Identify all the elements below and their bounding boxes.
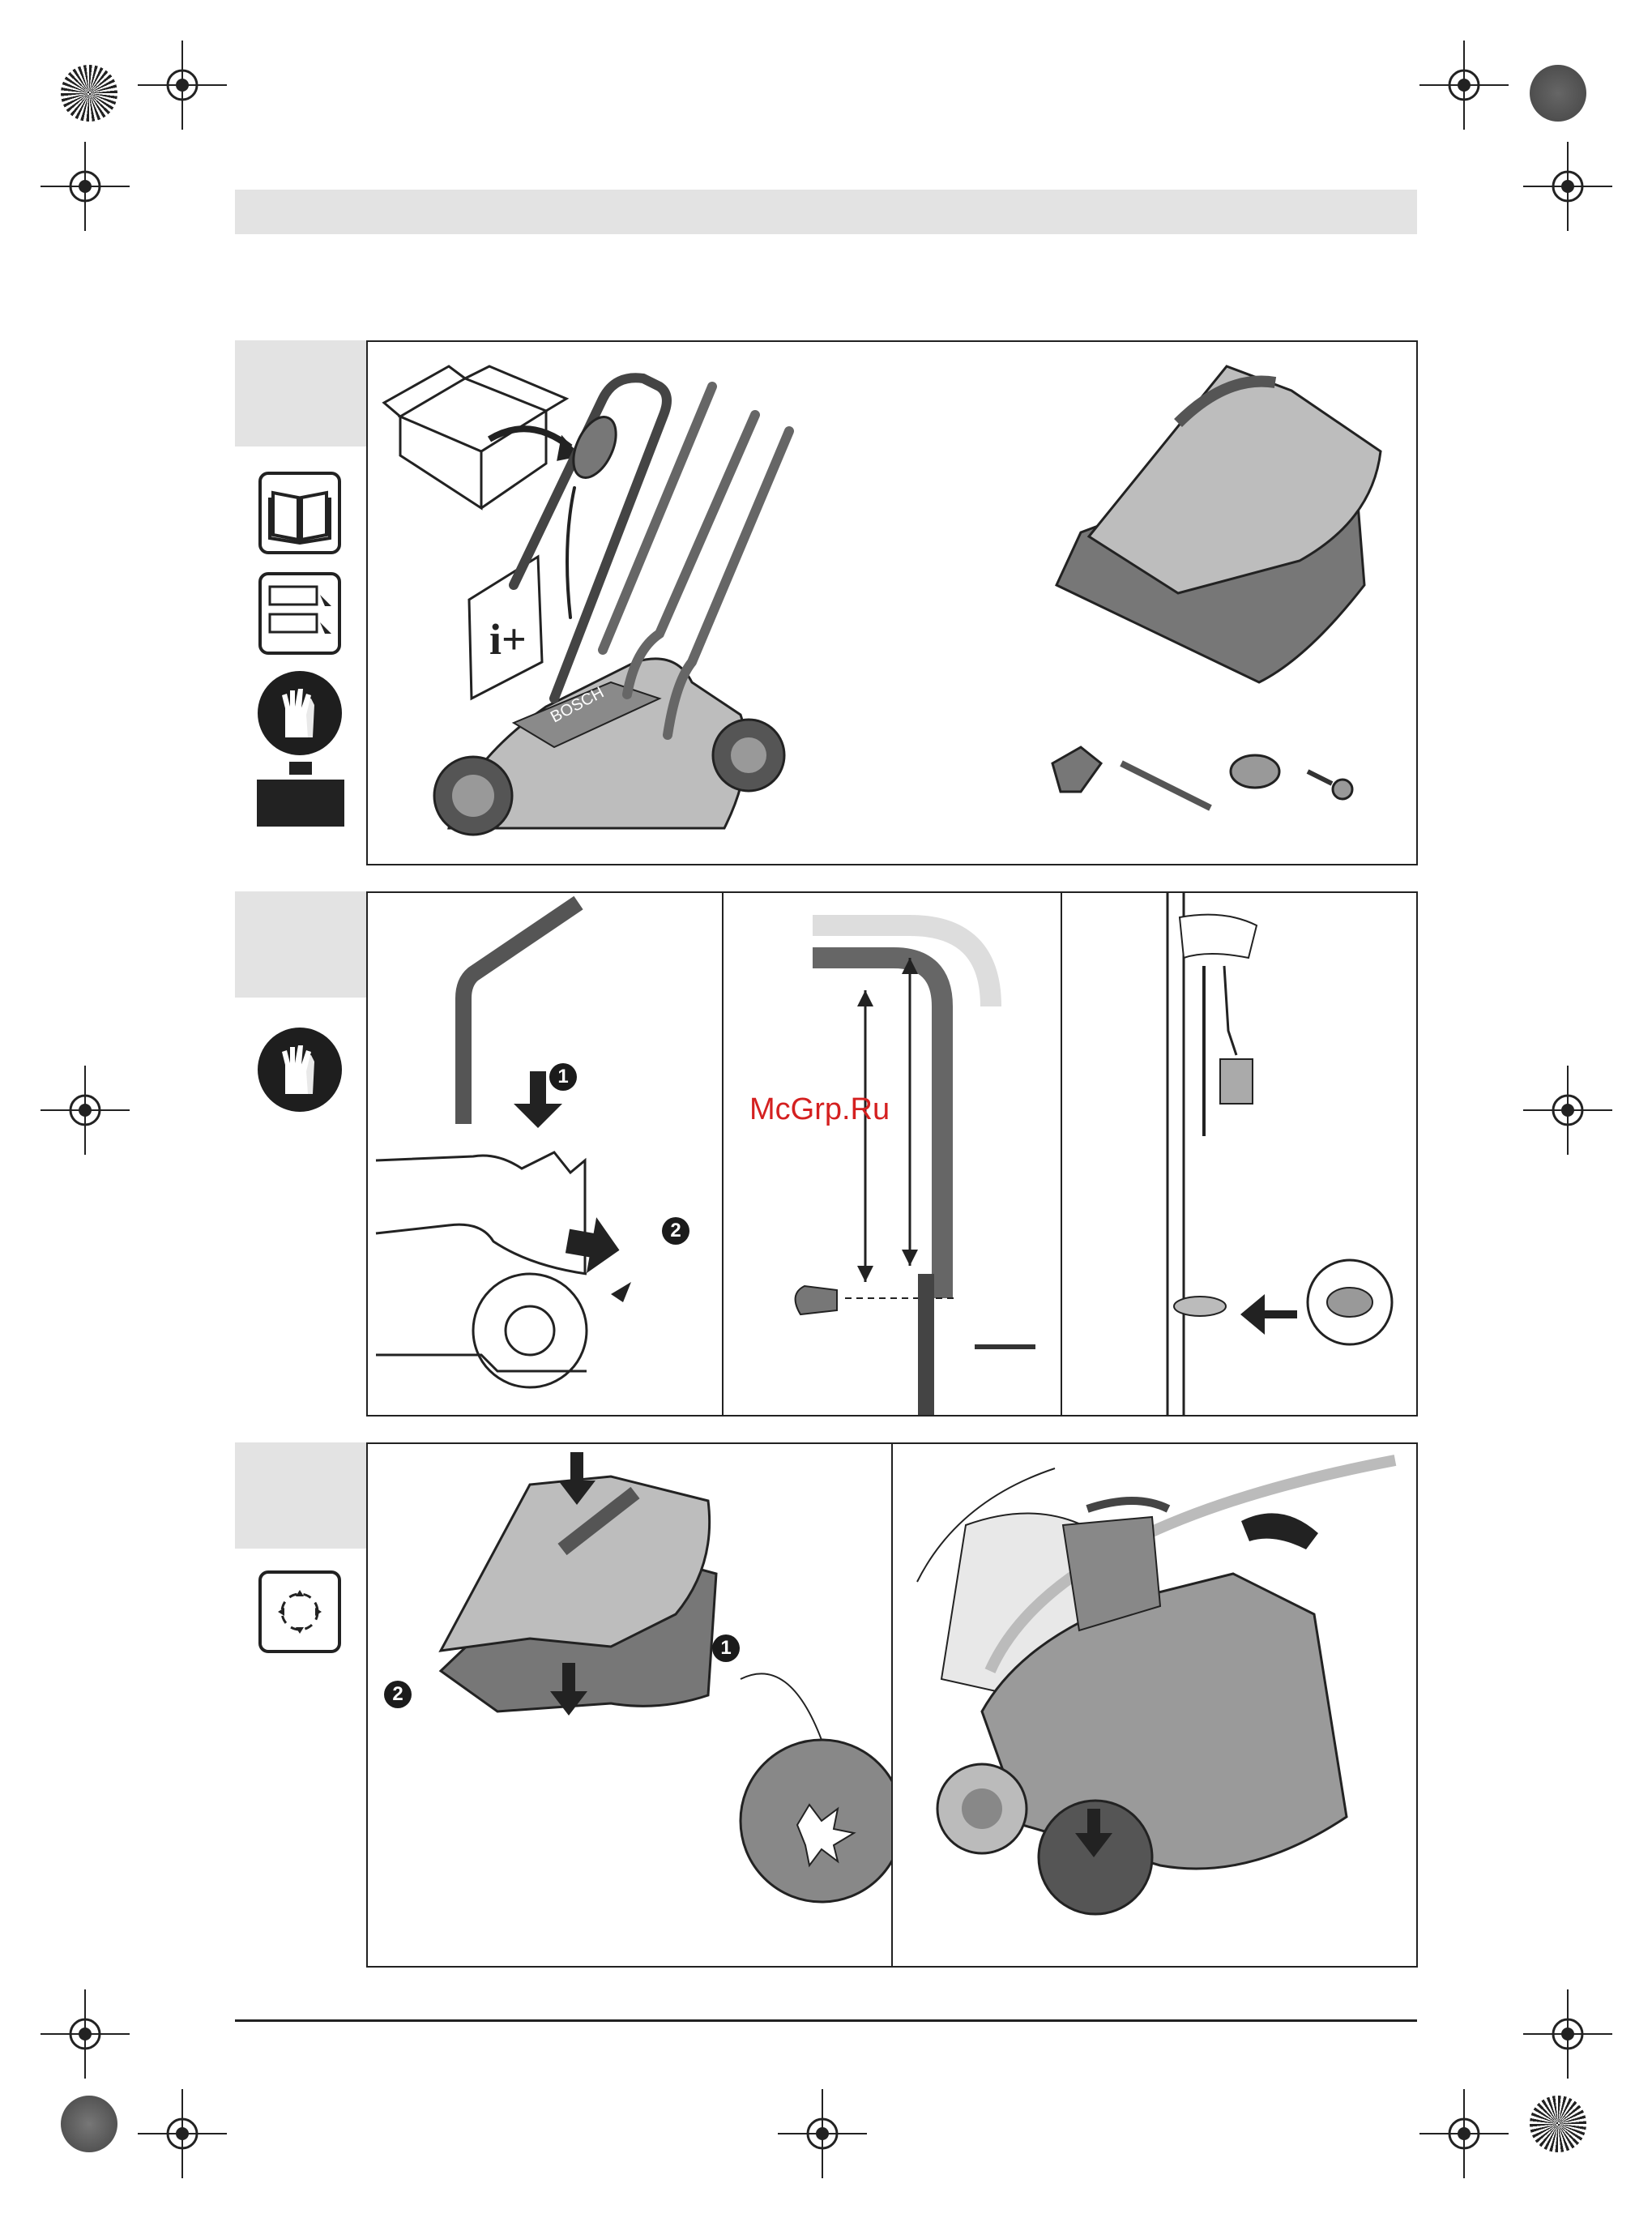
step-3-panel: 1 2 <box>366 1442 1418 1968</box>
registration-mark-bottom-1 <box>138 2089 227 2178</box>
step-3-sub-b <box>893 1444 1416 1966</box>
booklet: i+ <box>469 557 542 699</box>
step-2-sub-c <box>1062 893 1416 1415</box>
grass-box-assembly-icon <box>258 1570 341 1653</box>
grass-box-assembly-illustration <box>368 1444 891 1966</box>
step-2-tab <box>235 891 366 998</box>
handle-insertion-illustration <box>368 893 722 1415</box>
callout-2: 2 <box>662 1217 689 1245</box>
small-parts <box>1052 747 1352 808</box>
registration-mark-bottom-2 <box>1419 2089 1509 2178</box>
step-3-tab <box>235 1442 366 1549</box>
step-1-illustration: i+ BOSCH <box>368 342 1416 864</box>
carton-box <box>384 366 578 508</box>
header-bar <box>235 190 1417 234</box>
step-1-panel: i+ BOSCH <box>366 340 1418 865</box>
weight-icon <box>257 762 344 827</box>
registration-mark-right-2 <box>1523 1066 1612 1155</box>
handle-bolt <box>1121 763 1210 808</box>
gloves-icon <box>258 671 342 755</box>
callout-1: 1 <box>549 1063 577 1091</box>
color-rosette-top-left <box>61 65 117 122</box>
color-rosette-bottom-left <box>61 2096 117 2152</box>
step-2-panel: 1 2 <box>366 891 1418 1417</box>
footer-rule <box>235 2019 1417 2022</box>
step-2-sub-a: 1 2 <box>368 893 724 1415</box>
cable-clip-illustration <box>1062 893 1416 1415</box>
color-rosette-bottom-right <box>1530 2096 1586 2152</box>
gloves-icon-2 <box>258 1028 342 1112</box>
registration-mark-left-3 <box>41 1989 130 2079</box>
callout-2-step3: 2 <box>384 1681 412 1708</box>
svg-text:i+: i+ <box>489 615 527 664</box>
watermark: McGrp.Ru <box>749 1092 890 1127</box>
callout-1-step3: 1 <box>712 1634 740 1662</box>
lower-handles <box>603 387 789 735</box>
grass-box <box>1057 366 1381 682</box>
registration-mark-right-1 <box>1523 142 1612 231</box>
screw <box>1308 771 1332 784</box>
registration-mark-right-3 <box>1523 1989 1612 2079</box>
registration-mark-bottom-center <box>778 2089 867 2178</box>
mower-body: BOSCH <box>434 659 784 835</box>
registration-mark-left-2 <box>41 1066 130 1155</box>
grass-box-attach-illustration <box>893 1444 1415 1966</box>
step-3-sub-a: 1 2 <box>368 1444 893 1966</box>
cable-clip <box>1231 755 1279 788</box>
registration-mark-left-1 <box>41 142 130 231</box>
step-1-tab <box>235 340 366 447</box>
handle-height-illustration <box>724 893 1061 1415</box>
color-rosette-top-right <box>1530 65 1586 122</box>
step-2-sub-b <box>724 893 1062 1415</box>
registration-mark-top-2 <box>1419 41 1509 130</box>
registration-mark-top-1 <box>138 41 227 130</box>
quick-release-knob <box>1052 747 1101 792</box>
instruction-pages-icon <box>258 572 341 655</box>
manual-book-icon <box>258 472 341 554</box>
